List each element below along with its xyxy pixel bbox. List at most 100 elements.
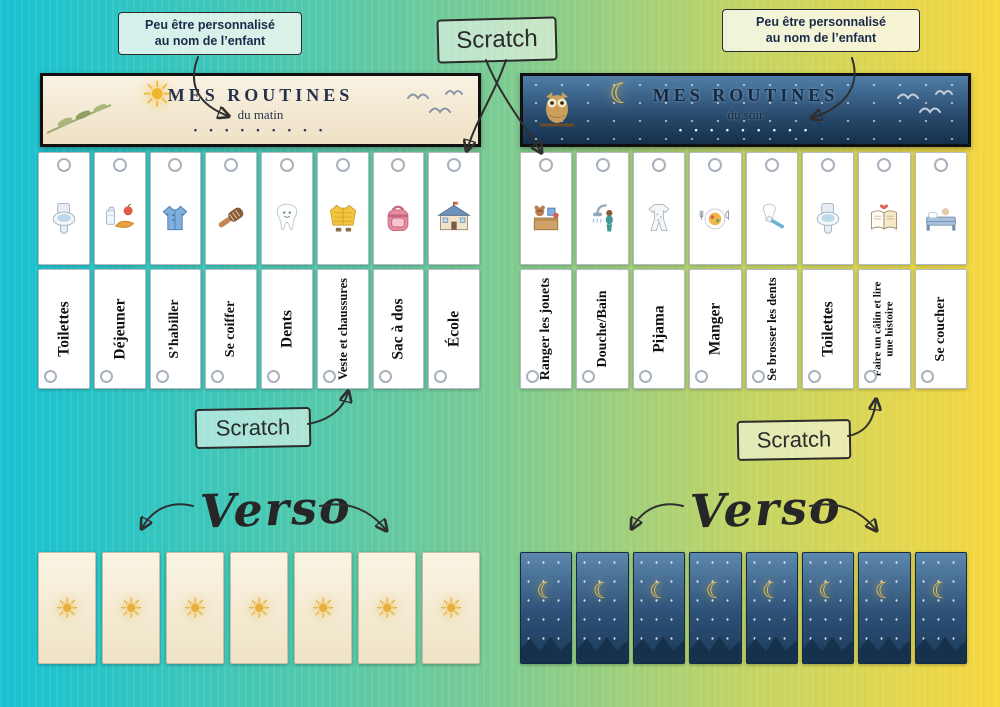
verso-card-morning: ☀ <box>422 552 480 664</box>
routine-label-card: Sac à dos <box>372 269 425 389</box>
punch-hole <box>211 370 225 383</box>
punch-hole <box>267 370 280 383</box>
routine-label-card: Se coucher <box>914 269 967 389</box>
punch-hole <box>877 158 892 172</box>
punch-hole <box>651 158 666 172</box>
note-line: Peu être personnalisé <box>145 18 275 32</box>
punch-hole <box>764 158 779 172</box>
routine-label-card: Déjeuner <box>93 269 146 389</box>
punch-hole <box>526 370 539 383</box>
card-label: Manger <box>706 302 724 356</box>
punch-hole <box>695 370 709 383</box>
verso-card-evening: ☾ <box>914 552 967 664</box>
routine-card: Toilettes <box>38 152 90 389</box>
routine-icon-card <box>38 152 90 265</box>
punch-hole <box>933 158 948 172</box>
routine-icon-card <box>205 152 257 265</box>
routine-icon-card <box>689 152 742 265</box>
sun-icon: ☀ <box>246 591 272 625</box>
name-placeholder-dots: • • • • • • • • • <box>193 125 328 135</box>
routine-card: Se coiffer <box>205 152 257 389</box>
punch-hole <box>447 158 462 172</box>
toilet-icon <box>803 172 853 264</box>
verso-card-morning: ☀ <box>166 552 224 664</box>
card-label: Pijama <box>650 305 668 353</box>
note-line: au nom de l’enfant <box>765 31 877 46</box>
punch-hole <box>582 370 596 383</box>
routine-icon-card <box>149 152 202 265</box>
note-line: au nom de l’enfant <box>154 34 266 49</box>
verso-card-morning: ☀ <box>294 552 352 664</box>
banner-subtitle: du soir <box>727 107 764 122</box>
punch-hole <box>864 370 878 383</box>
routine-icon-card <box>93 152 146 265</box>
routine-card: Douche/Bain <box>576 152 629 389</box>
verso-heading-morning: Verso <box>199 479 353 539</box>
moon-icon: ☾ <box>930 579 951 605</box>
verso-card-evening: ☾ <box>745 552 798 664</box>
card-label: Faire un câlin et lire une histoire <box>872 281 897 377</box>
scratch-text: Scratch <box>455 24 539 55</box>
routine-card: Se coucher <box>914 152 967 389</box>
punch-hole <box>224 158 239 172</box>
verso-card-morning: ☀ <box>38 552 96 664</box>
card-label: Dents <box>278 310 296 348</box>
bed-icon <box>916 172 966 264</box>
moon-icon: ☾ <box>649 579 669 605</box>
arrow-verso-left-a <box>142 503 194 528</box>
banner-text: MES ROUTINES du matin • • • • • • • • • <box>43 76 478 144</box>
scratch-text: Scratch <box>215 414 291 441</box>
routine-icon-card <box>576 152 629 265</box>
routine-icon-card <box>858 152 911 265</box>
punch-hole <box>378 370 392 383</box>
card-label: Se brosser les dents <box>764 277 779 381</box>
hairbrush-icon <box>206 172 256 264</box>
moon-icon: ☾ <box>705 579 726 605</box>
moon-icon: ☾ <box>761 579 782 605</box>
moon-icon: ☾ <box>818 579 838 605</box>
routine-card: Pijama <box>632 152 686 389</box>
punch-hole <box>708 158 723 172</box>
scratch-label-top: Scratch <box>436 16 558 64</box>
routine-label-card: Dents <box>261 269 313 389</box>
verso-card-evening: ☾ <box>689 552 742 664</box>
routine-card: Veste et chaussures <box>316 152 369 389</box>
banner-title: MES ROUTINES <box>652 85 839 105</box>
sun-icon: ☀ <box>374 591 400 625</box>
punch-hole <box>279 158 294 172</box>
moon-icon: ☾ <box>536 579 557 605</box>
routine-card: Se brosser les dents <box>745 152 798 389</box>
card-label: Veste et chaussures <box>335 277 350 381</box>
moon-icon: ☾ <box>592 579 613 605</box>
punch-hole <box>539 158 554 172</box>
routine-icon-card <box>428 152 480 265</box>
sun-icon: ☀ <box>118 591 144 625</box>
routine-label-card: Toilettes <box>801 269 855 389</box>
routine-label-card: Se brosser les dents <box>745 269 798 389</box>
routine-icon-card <box>632 152 686 265</box>
routine-label-card: Manger <box>689 269 742 389</box>
breakfast-icon <box>95 172 145 264</box>
punch-hole <box>434 370 448 383</box>
school-icon <box>429 172 479 264</box>
morning-card-row: Toilettes Déjeuner S’habiller Se coiff <box>38 152 480 389</box>
routine-icon-card <box>745 152 798 265</box>
personalize-note-right: Peu être personnalisé au nom de l’enfant <box>722 9 920 52</box>
evening-card-row: Ranger les jouets Douche/Bain Pijama M <box>520 152 967 389</box>
card-label: Se coiffer <box>223 300 239 358</box>
routine-icon-card <box>801 152 855 265</box>
routine-label-card: S’habiller <box>149 269 202 389</box>
card-label: S’habiller <box>167 299 183 359</box>
banner-title: MES ROUTINES <box>167 85 354 105</box>
verso-card-morning: ☀ <box>230 552 288 664</box>
arrow-scratch-morning <box>307 392 348 425</box>
routine-icon-card <box>372 152 425 265</box>
note-line: Peu être personnalisé <box>756 15 886 29</box>
sun-icon: ☀ <box>438 591 464 625</box>
evening-verso-row: ☾☾☾☾☾☾☾☾ <box>520 552 967 664</box>
routine-icon-card <box>261 152 313 265</box>
routine-card: École <box>428 152 480 389</box>
punch-hole <box>638 370 652 383</box>
backpack-icon <box>374 172 424 264</box>
card-label: Sac à dos <box>389 298 407 360</box>
